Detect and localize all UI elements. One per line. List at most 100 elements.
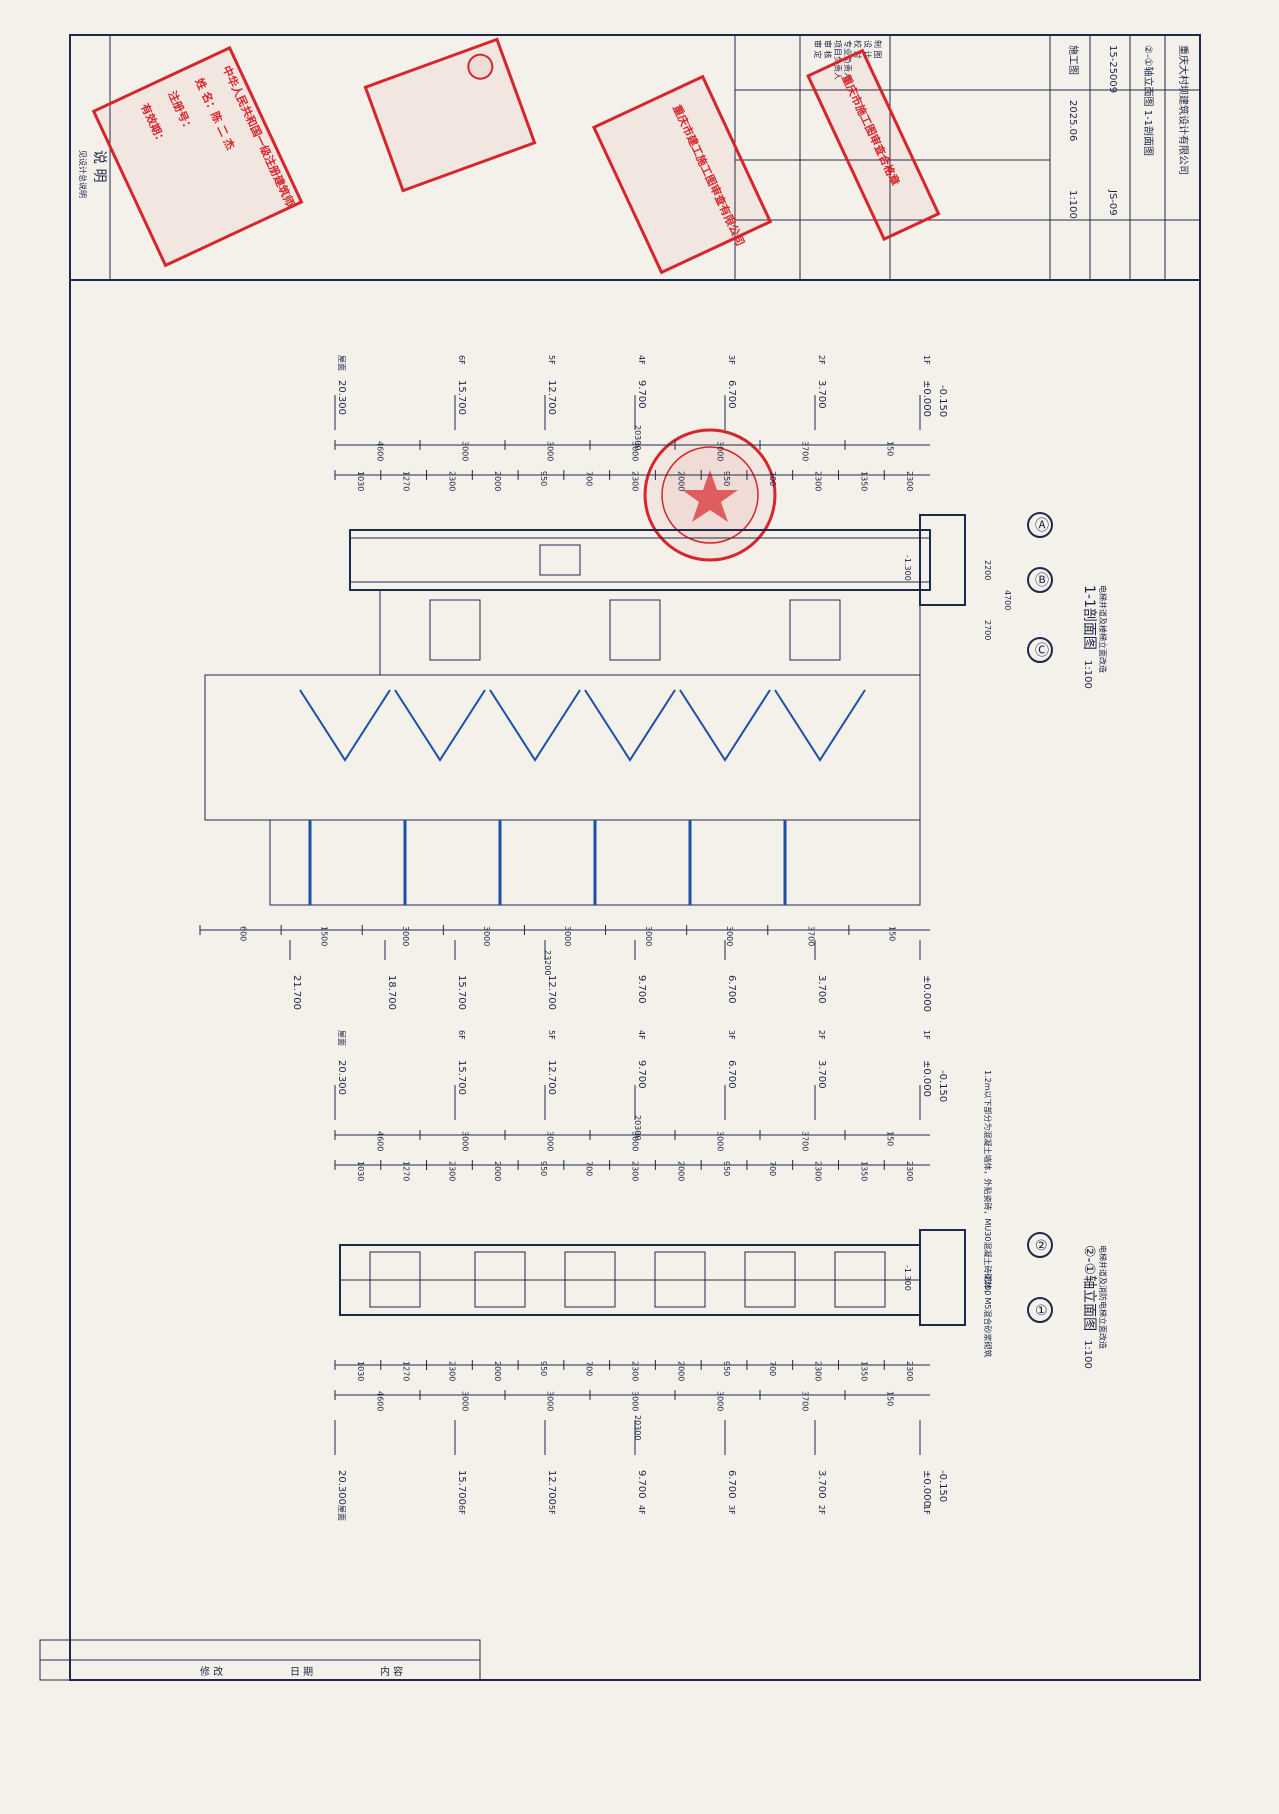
- level-elev: 12.700: [546, 380, 557, 415]
- axis-c-icon-label: Ⓒ: [1035, 643, 1049, 659]
- title-block: 重庆大村坝建筑设计有限公司 ②-①轴立面图 1-1剖面图 15-25009 JS…: [734, 34, 1201, 281]
- notes-box: 说 明 见设计总说明: [69, 34, 111, 281]
- stair-level-elev: 18.700: [386, 975, 397, 1010]
- dim-value: 950: [539, 471, 548, 486]
- axis-1-icon-label: ①: [1035, 1303, 1048, 1319]
- dim-value: 1270: [402, 1161, 411, 1181]
- corridor-bridge: [609, 599, 661, 661]
- drawing-name: ②-①轴立面图 1-1剖面图: [1142, 45, 1155, 156]
- elevation-windows: [369, 1251, 886, 1308]
- total-height: 20300: [633, 1415, 642, 1440]
- dim-value: 3000: [631, 1391, 640, 1411]
- window-panel: [564, 1251, 616, 1308]
- axis-b-icon-label: Ⓑ: [1035, 573, 1049, 589]
- window-panel: [834, 1251, 886, 1308]
- level-elev: ±0.000: [921, 1470, 932, 1507]
- ground-level: -0.150: [937, 385, 948, 417]
- dim-value: 3000: [725, 926, 734, 946]
- dim-value: 1350: [859, 1161, 868, 1181]
- dim-value: 950: [722, 1361, 731, 1376]
- dim-value: 950: [722, 1161, 731, 1176]
- section-width-total: 4700: [1003, 590, 1012, 610]
- level-name: 2F: [817, 1505, 826, 1515]
- dim-value: 3000: [644, 926, 653, 946]
- title-block-label: 专业负责人: [843, 40, 853, 80]
- stair-level-elev: 21.700: [291, 975, 302, 1010]
- level-elev: 12.700: [546, 1470, 557, 1505]
- dim-value: 700: [585, 1361, 594, 1376]
- revision-label: 日 期: [290, 1666, 313, 1678]
- axis-c-icon: [1027, 637, 1053, 663]
- dim-value: 3000: [401, 926, 410, 946]
- dim-value: 3700: [806, 926, 815, 946]
- dim-value: 2300: [447, 1361, 456, 1381]
- dim-value: 700: [768, 471, 777, 486]
- phase-value: 施工图: [1067, 45, 1080, 75]
- level-name: 3F: [727, 355, 736, 365]
- level-elev: 20.300: [336, 1470, 347, 1505]
- dim-value: 2000: [676, 471, 685, 491]
- revision-label: 修 改: [200, 1665, 223, 1678]
- star-icon: [682, 470, 738, 522]
- registered-seal: [363, 37, 537, 193]
- level-name: 2F: [817, 355, 826, 365]
- dim-value: 3000: [716, 1391, 725, 1411]
- level-elev: 12.700: [546, 1060, 557, 1095]
- revision-table: 修 改日 期内 容: [39, 1639, 481, 1681]
- notes-body: 见设计总说明: [78, 150, 88, 198]
- dim-value: 3700: [801, 1131, 810, 1151]
- scale-value: 1:100: [1067, 190, 1078, 219]
- dim-value: 2000: [493, 1161, 502, 1181]
- level-elev: 15.700: [456, 380, 467, 415]
- axis-2-icon-label: ②: [1035, 1238, 1048, 1254]
- section-subtitle: 电梯井道及楼梯立面改造: [1098, 585, 1108, 673]
- axis-b-icon: [1027, 567, 1053, 593]
- dim-value: 1350: [859, 471, 868, 491]
- dim-value: 150: [886, 441, 895, 456]
- stair-level-elev: 3.700: [816, 975, 827, 1004]
- dim-value: 150: [886, 1131, 895, 1146]
- seal-emblem-icon: [467, 53, 494, 80]
- elevation-level-marks-right: 20.300屋面15.7006F12.7005F9.7004F6.7003F3.…: [334, 1420, 948, 1521]
- level-elev: 15.700: [456, 1060, 467, 1095]
- dim-value: 2300: [447, 471, 456, 491]
- corridor-bridges: [429, 599, 841, 661]
- dim-value: 2300: [905, 471, 914, 491]
- stair-flight: [774, 689, 866, 762]
- section-scale: 1:100: [1082, 660, 1093, 689]
- elevation-pit: [919, 1229, 966, 1326]
- level-elev: 9.700: [636, 380, 647, 409]
- axis-1-icon: [1027, 1297, 1053, 1323]
- dim-value: 2000: [493, 471, 502, 491]
- dim-value: 1030: [356, 1161, 365, 1181]
- level-elev: 3.700: [816, 1470, 827, 1499]
- dim-value: 700: [768, 1361, 777, 1376]
- level-name: 3F: [727, 1505, 736, 1515]
- dim-value: 3000: [482, 926, 491, 946]
- elevation-annotation: 1.2m以下部分为混凝土墙体，外贴瓷砖，MU30混凝土砖砌体，M5混合砂浆砌筑: [983, 1070, 993, 1357]
- stair-flight: [584, 689, 676, 762]
- dim-value: 3700: [801, 1391, 810, 1411]
- title-block-label: 审 定: [813, 40, 823, 59]
- stair-flight: [679, 689, 771, 762]
- ground-level: -0.150: [937, 1070, 948, 1102]
- section-title: 1-1剖面图: [1081, 585, 1097, 650]
- stair-level-elev: 6.700: [726, 975, 737, 1004]
- dim-value: 950: [722, 471, 731, 486]
- stair-flight: [299, 689, 391, 762]
- dim-value: 3000: [546, 441, 555, 461]
- level-elev: 6.700: [726, 1060, 737, 1089]
- dim-value: 3000: [461, 1391, 470, 1411]
- elevation-title: ②-①轴立面图: [1081, 1245, 1097, 1331]
- level-elev: 9.700: [636, 1470, 647, 1499]
- axis-2-icon: [1027, 1232, 1053, 1258]
- dim-value: 3000: [631, 441, 640, 461]
- dim-value: 1270: [402, 1361, 411, 1381]
- dim-value: 3000: [546, 1391, 555, 1411]
